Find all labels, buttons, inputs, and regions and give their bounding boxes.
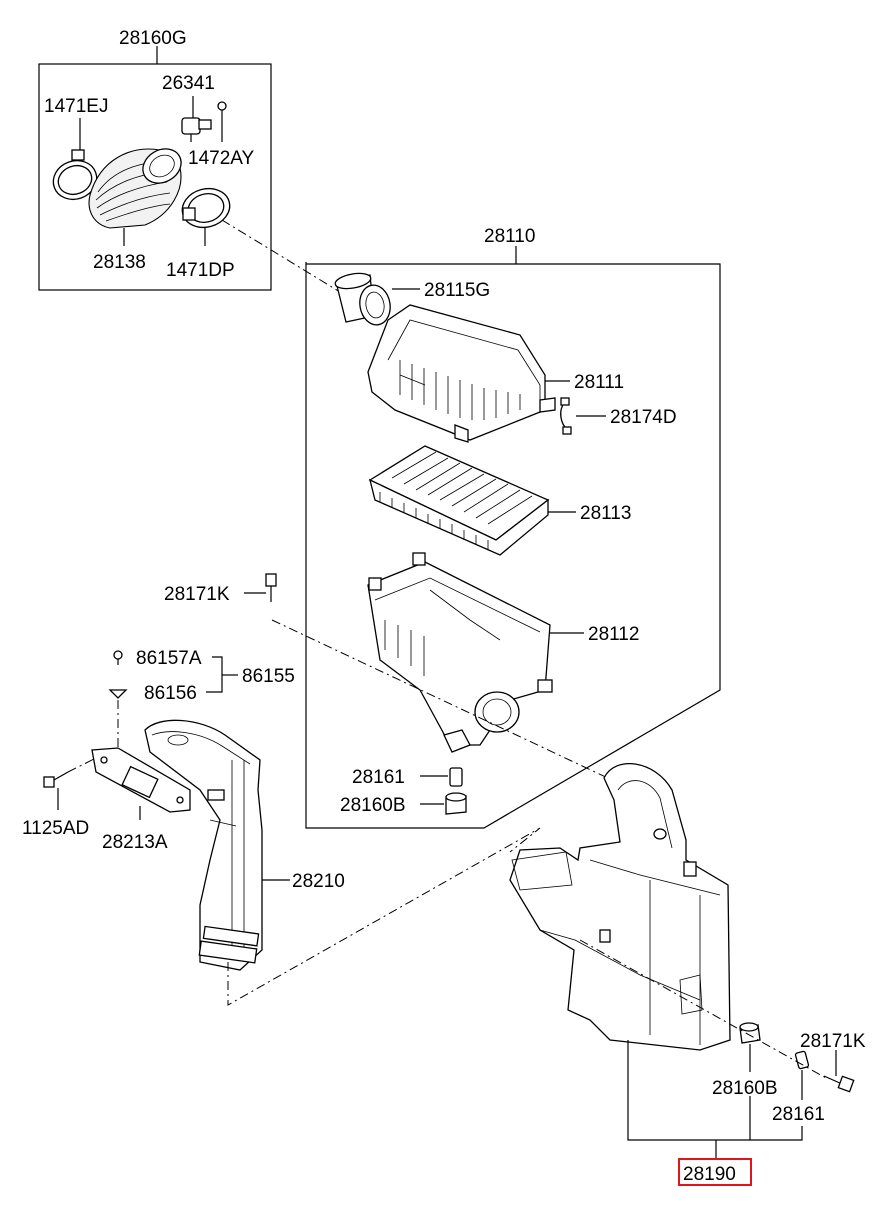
group-box-28160g <box>38 63 272 291</box>
label-28113[interactable]: 28113 <box>580 503 631 524</box>
label-28160b-lower[interactable]: 28160B <box>712 1078 778 1099</box>
screw-86157a[interactable] <box>113 650 123 665</box>
label-28138[interactable]: 28138 <box>93 252 146 273</box>
label-28161-lower[interactable]: 28161 <box>772 1104 825 1125</box>
label-1472ay[interactable]: 1472AY <box>188 148 255 169</box>
grommet-28160b-upper[interactable] <box>445 792 467 815</box>
bolt-28171k-upper[interactable] <box>265 573 277 602</box>
label-1471ej[interactable]: 1471EJ <box>44 96 108 117</box>
label-28115g[interactable]: 28115G <box>424 280 490 301</box>
intake-duct-28210[interactable] <box>144 719 263 971</box>
lower-body-28112[interactable] <box>367 552 553 753</box>
sensor-26341[interactable] <box>181 117 212 142</box>
label-86155[interactable]: 86155 <box>242 666 295 687</box>
label-28171k-lower[interactable]: 28171K <box>800 1031 866 1052</box>
label-28213a[interactable]: 28213A <box>102 832 168 853</box>
label-1125ad[interactable]: 1125AD <box>22 818 89 839</box>
label-28210[interactable]: 28210 <box>292 871 345 892</box>
bolt-28171k-lower[interactable] <box>823 1075 855 1093</box>
pin-28161-upper[interactable] <box>449 767 463 787</box>
label-28190[interactable]: 28190 <box>683 1164 736 1185</box>
hose-assembly-group: 28160G 1471EJ 28138 26341 <box>38 28 272 291</box>
label-28112[interactable]: 28112 <box>588 624 639 645</box>
label-28171k-upper[interactable]: 28171K <box>164 584 230 605</box>
air-cleaner-group: 28110 28115G 28111 28174D <box>305 226 721 829</box>
highlight-box-28190 <box>678 1158 752 1186</box>
label-26341[interactable]: 26341 <box>162 73 215 94</box>
label-28174d[interactable]: 28174D <box>610 407 677 428</box>
intake-hose-28138[interactable] <box>88 142 187 229</box>
clamp-1471ej[interactable] <box>48 149 102 205</box>
pin-28161-lower[interactable] <box>794 1050 810 1070</box>
label-28110[interactable]: 28110 <box>484 226 535 247</box>
screw-1472ay[interactable] <box>217 101 227 120</box>
upper-cover-28111[interactable] <box>367 304 556 443</box>
air-filter-28113[interactable] <box>368 445 550 556</box>
bolt-1125ad[interactable] <box>43 771 69 788</box>
clamp-1471dp[interactable] <box>178 183 234 232</box>
grommet-28160b-lower[interactable] <box>739 1022 761 1044</box>
label-1471dp[interactable]: 1471DP <box>166 260 235 281</box>
clip-86156[interactable] <box>108 689 128 699</box>
label-28161-upper[interactable]: 28161 <box>352 767 405 788</box>
duct-28115g[interactable] <box>334 271 393 327</box>
bracket-28213a[interactable] <box>91 747 191 813</box>
clip-28174d[interactable] <box>560 397 572 435</box>
label-86157a[interactable]: 86157A <box>136 648 202 669</box>
label-28160g[interactable]: 28160G <box>119 28 187 49</box>
label-28111[interactable]: 28111 <box>574 372 624 393</box>
label-86156[interactable]: 86156 <box>144 683 197 704</box>
label-28160b-upper[interactable]: 28160B <box>340 795 406 816</box>
resonator-28190[interactable] <box>509 763 731 1051</box>
